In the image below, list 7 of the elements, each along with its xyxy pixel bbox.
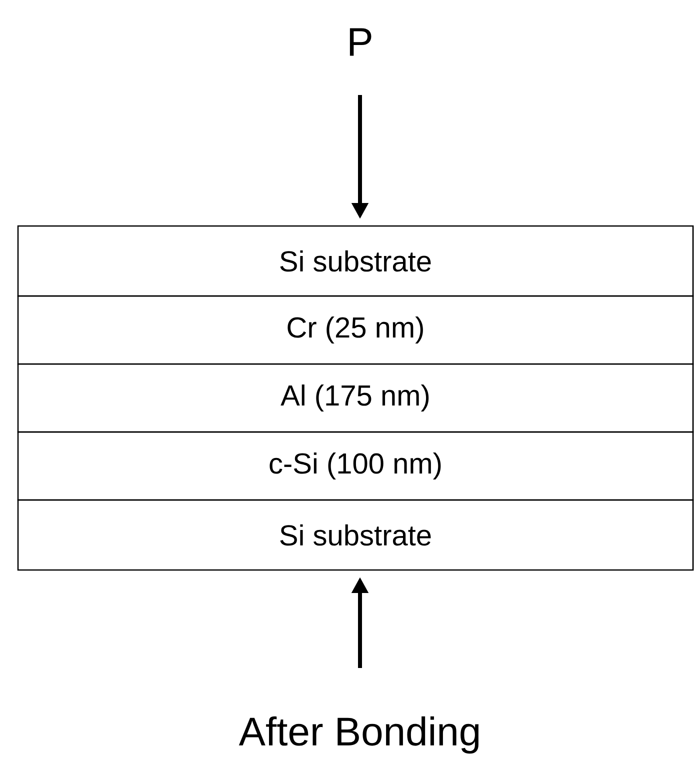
layer-box: c-Si (100 nm)	[17, 431, 694, 501]
layer-box: Si substrate	[17, 225, 694, 297]
layer-box: Al (175 nm)	[17, 363, 694, 433]
layer-box: Si substrate	[17, 499, 694, 571]
layer-box: Cr (25 nm)	[17, 295, 694, 365]
caption: After Bonding	[238, 716, 479, 754]
force-label: P	[350, 28, 372, 56]
